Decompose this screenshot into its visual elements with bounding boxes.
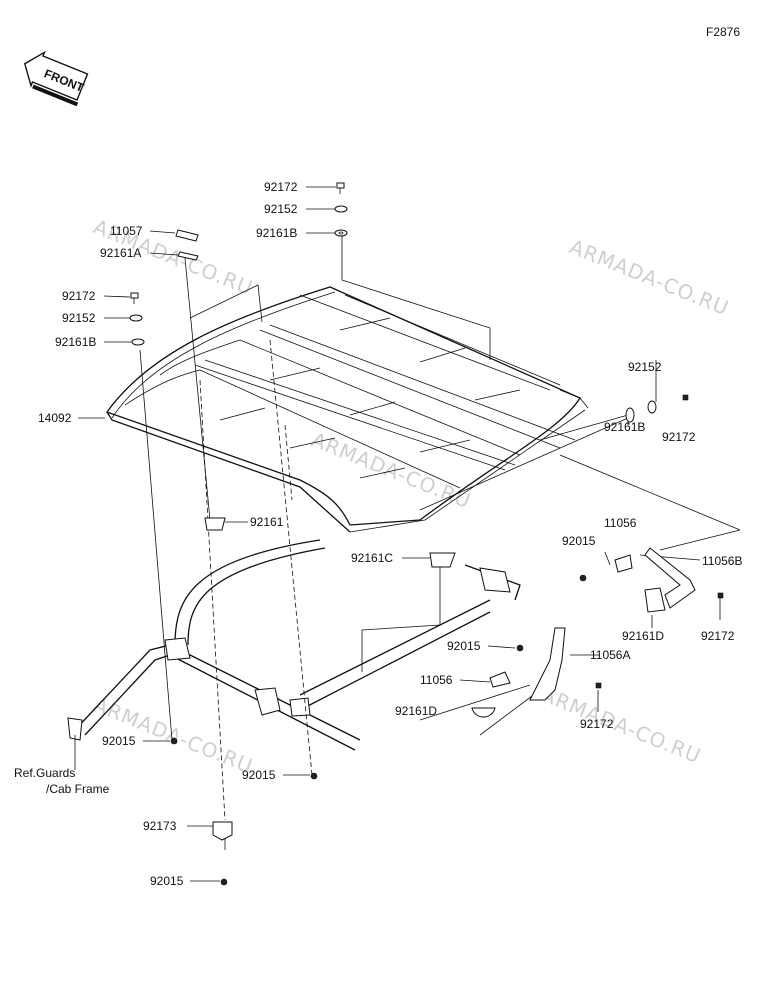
grommet-icon — [625, 407, 635, 423]
figure-code: F2876 — [706, 25, 740, 39]
pad-icon — [644, 587, 666, 613]
label-92173: 92173 — [143, 819, 177, 833]
nut-icon — [310, 772, 318, 780]
bolt-icon — [682, 394, 689, 401]
bracket-icon — [644, 547, 696, 609]
ref-cab-frame-label: /Cab Frame — [46, 782, 110, 796]
leader-lines — [74, 186, 741, 882]
grommet-icon — [131, 338, 145, 346]
roof-panel — [105, 286, 589, 533]
nut-icon — [516, 644, 524, 652]
label-92015-left: 92015 — [102, 734, 136, 748]
label-92161b-left: 92161B — [55, 335, 96, 349]
label-92161b-top: 92161B — [256, 226, 297, 240]
label-92161: 92161 — [250, 515, 284, 529]
label-92161c: 92161C — [351, 551, 393, 565]
pad-icon — [471, 707, 496, 718]
label-92161d-mid: 92161D — [395, 704, 437, 718]
ref-guards-label: Ref.Guards — [14, 766, 75, 780]
label-92015-center: 92015 — [242, 768, 276, 782]
label-92172-bm: 92172 — [580, 717, 614, 731]
label-11056a: 11056A — [590, 648, 630, 662]
pad-icon — [177, 251, 199, 261]
small-parts — [129, 182, 724, 886]
label-11056b: 11056B — [702, 554, 742, 568]
label-92161d-right: 92161D — [622, 629, 664, 643]
bolt-icon — [336, 182, 345, 194]
label-92172-top: 92172 — [264, 180, 298, 194]
nut-icon — [170, 737, 178, 745]
washer-icon — [647, 400, 657, 414]
bracket-icon — [614, 554, 633, 573]
pad-icon — [429, 552, 456, 568]
bolt-icon — [595, 682, 602, 689]
label-92172-right: 92172 — [662, 430, 696, 444]
label-92015-mid: 92015 — [447, 639, 481, 653]
label-14092: 14092 — [38, 411, 72, 425]
washer-icon — [129, 314, 143, 322]
label-92161a: 92161A — [100, 246, 141, 260]
label-92015-right: 92015 — [562, 534, 596, 548]
watermark: ARMADA-CO.RU — [538, 682, 704, 768]
part-labels: 92172 92152 92161B 11057 92161A 92172 92… — [14, 180, 742, 888]
label-92152-top: 92152 — [264, 202, 298, 216]
bolt-icon — [130, 292, 139, 304]
label-11056-top: 11056 — [604, 516, 637, 530]
roof-frame — [67, 539, 521, 751]
label-11056-mid: 11056 — [420, 673, 453, 687]
label-11057: 11057 — [110, 224, 143, 238]
bolt-icon — [717, 592, 724, 599]
watermark: ARMADA-CO.RU — [566, 234, 732, 320]
label-92172-left: 92172 — [62, 289, 96, 303]
front-arrow-icon: FRONT — [23, 50, 89, 107]
nut-icon — [220, 878, 228, 886]
label-92172-br: 92172 — [701, 629, 735, 643]
label-92161b-right: 92161B — [604, 420, 645, 434]
clip-icon — [175, 229, 199, 242]
clamp-icon — [212, 821, 233, 841]
label-92015-bottom: 92015 — [150, 874, 184, 888]
nut-icon — [579, 574, 587, 582]
washer-icon — [334, 205, 348, 213]
bracket-icon — [489, 671, 511, 688]
bracket-icon — [529, 627, 566, 701]
label-92152-left: 92152 — [62, 311, 96, 325]
label-92152-right: 92152 — [628, 360, 662, 374]
pad-icon — [204, 517, 226, 531]
grommet-icon — [334, 229, 348, 237]
